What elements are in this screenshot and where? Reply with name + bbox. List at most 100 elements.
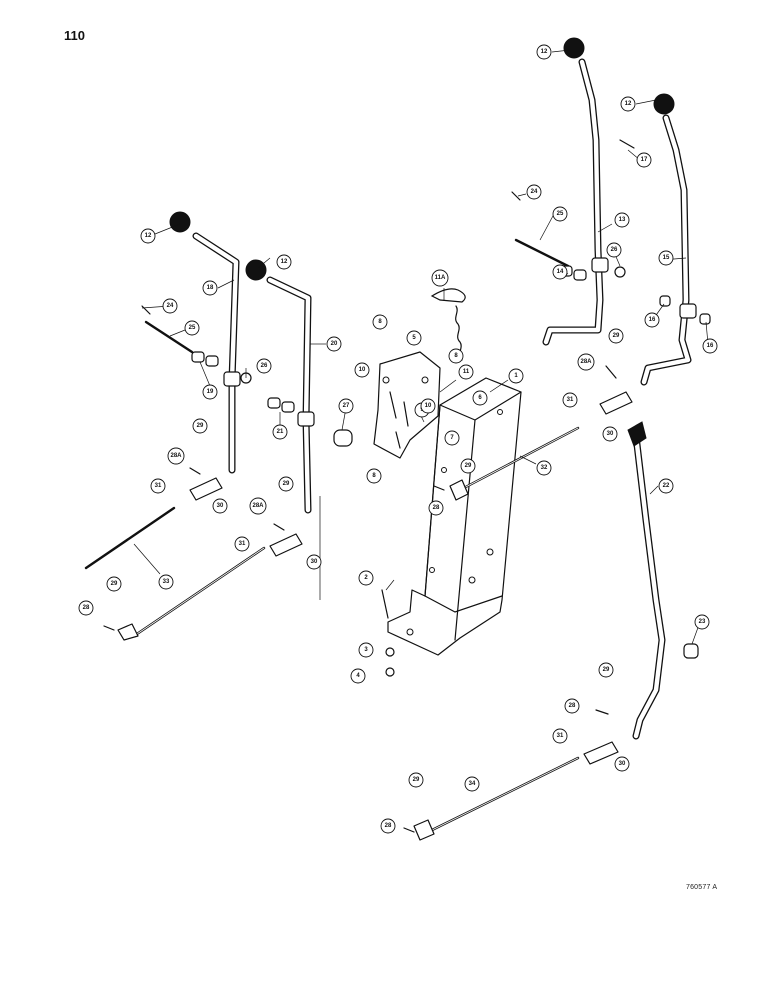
callout-12b: 12 xyxy=(620,96,636,112)
svg-text:22: 22 xyxy=(663,483,670,489)
svg-text:20: 20 xyxy=(331,341,338,347)
svg-text:30: 30 xyxy=(619,761,626,767)
callout-31d: 31 xyxy=(552,728,568,744)
svg-text:30: 30 xyxy=(607,431,614,437)
callout-10a: 10 xyxy=(354,362,370,378)
rod-32 xyxy=(449,426,580,501)
callout-24b: 24 xyxy=(526,184,542,200)
callout-28a: 28 xyxy=(428,500,444,516)
callout-8b: 8 xyxy=(448,348,464,364)
svg-text:10: 10 xyxy=(359,367,366,373)
svg-text:21: 21 xyxy=(277,429,284,435)
callout-29b: 29 xyxy=(278,476,294,492)
svg-text:3: 3 xyxy=(364,647,368,653)
callout-20: 20 xyxy=(326,336,342,352)
svg-text:29: 29 xyxy=(413,777,420,783)
svg-text:30: 30 xyxy=(311,559,318,565)
callout-17: 17 xyxy=(636,152,652,168)
callout-23: 23 xyxy=(694,614,710,630)
lever-22 xyxy=(627,421,666,740)
svg-text:29: 29 xyxy=(613,333,620,339)
svg-text:18: 18 xyxy=(207,285,214,291)
callout-24a: 24 xyxy=(162,298,178,314)
svg-text:25: 25 xyxy=(189,325,196,331)
svg-text:31: 31 xyxy=(239,541,246,547)
callout-26a: 26 xyxy=(256,358,272,374)
svg-text:16: 16 xyxy=(649,317,656,323)
callout-32: 32 xyxy=(536,460,552,476)
svg-text:28A: 28A xyxy=(252,503,264,509)
callout-12d: 12 xyxy=(276,254,292,270)
callout-8a: 8 xyxy=(372,314,388,330)
callout-leaders xyxy=(133,49,709,645)
drawing-id: 760577 A xyxy=(686,884,718,891)
callout-28d: 28 xyxy=(380,818,396,834)
svg-text:28: 28 xyxy=(433,505,440,511)
callout-28b: 28 xyxy=(78,600,94,616)
svg-text:8: 8 xyxy=(454,353,458,359)
main-console-housing xyxy=(387,377,522,656)
svg-text:14: 14 xyxy=(557,269,564,275)
callout-30a: 30 xyxy=(212,498,228,514)
pin-25-left xyxy=(144,320,194,354)
svg-text:24: 24 xyxy=(531,189,538,195)
svg-text:23: 23 xyxy=(699,619,706,625)
callout-30d: 30 xyxy=(614,756,630,772)
svg-text:12: 12 xyxy=(145,233,152,239)
callout-12a: 12 xyxy=(536,44,552,60)
svg-text:28: 28 xyxy=(385,823,392,829)
svg-text:27: 27 xyxy=(343,403,350,409)
svg-text:16: 16 xyxy=(707,343,714,349)
callout-4: 4 xyxy=(350,668,366,684)
callout-21: 21 xyxy=(272,424,288,440)
callout-28c: 28 xyxy=(564,698,580,714)
callout-10b: 10 xyxy=(420,398,436,414)
callout-11a: 11A xyxy=(431,269,449,287)
rod-33 xyxy=(84,506,266,641)
callout-34: 34 xyxy=(464,776,480,792)
svg-text:31: 31 xyxy=(567,397,574,403)
pin-25-right xyxy=(514,238,570,268)
callout-25a: 25 xyxy=(184,320,200,336)
callout-31b: 31 xyxy=(234,536,250,552)
svg-text:13: 13 xyxy=(619,217,626,223)
callout-28Aa: 28A xyxy=(167,447,185,465)
callout-2: 2 xyxy=(358,570,374,586)
callout-28Ac: 28A xyxy=(577,353,595,371)
callout-18: 18 xyxy=(202,280,218,296)
svg-text:31: 31 xyxy=(155,483,162,489)
lever-13 xyxy=(542,37,609,346)
callout-1: 1 xyxy=(508,368,524,384)
callout-5: 5 xyxy=(406,330,422,346)
callout-30b: 30 xyxy=(306,554,322,570)
callout-14: 14 xyxy=(552,264,568,280)
svg-text:31: 31 xyxy=(557,733,564,739)
svg-text:29: 29 xyxy=(283,481,290,487)
callout-29e: 29 xyxy=(608,328,624,344)
svg-text:12: 12 xyxy=(625,101,632,107)
lever-20 xyxy=(245,259,315,514)
callout-7: 7 xyxy=(444,430,460,446)
svg-text:11: 11 xyxy=(463,369,470,375)
callout-29a: 29 xyxy=(192,418,208,434)
callout-27: 27 xyxy=(338,398,354,414)
callout-30c: 30 xyxy=(602,426,618,442)
svg-text:5: 5 xyxy=(412,335,416,341)
svg-text:33: 33 xyxy=(163,579,170,585)
svg-text:24: 24 xyxy=(167,303,174,309)
callout-29c: 29 xyxy=(106,576,122,592)
svg-text:29: 29 xyxy=(603,667,610,673)
svg-text:8: 8 xyxy=(372,473,376,479)
callout-8c: 8 xyxy=(366,468,382,484)
callout-12c: 12 xyxy=(140,228,156,244)
callout-11: 11 xyxy=(458,364,474,380)
callout-33: 33 xyxy=(158,574,174,590)
svg-text:29: 29 xyxy=(111,581,118,587)
lever-15 xyxy=(640,93,697,386)
callout-22: 22 xyxy=(658,478,674,494)
svg-text:6: 6 xyxy=(478,395,482,401)
lever-18 xyxy=(169,211,241,474)
svg-text:29: 29 xyxy=(197,423,204,429)
svg-text:2: 2 xyxy=(364,575,368,581)
